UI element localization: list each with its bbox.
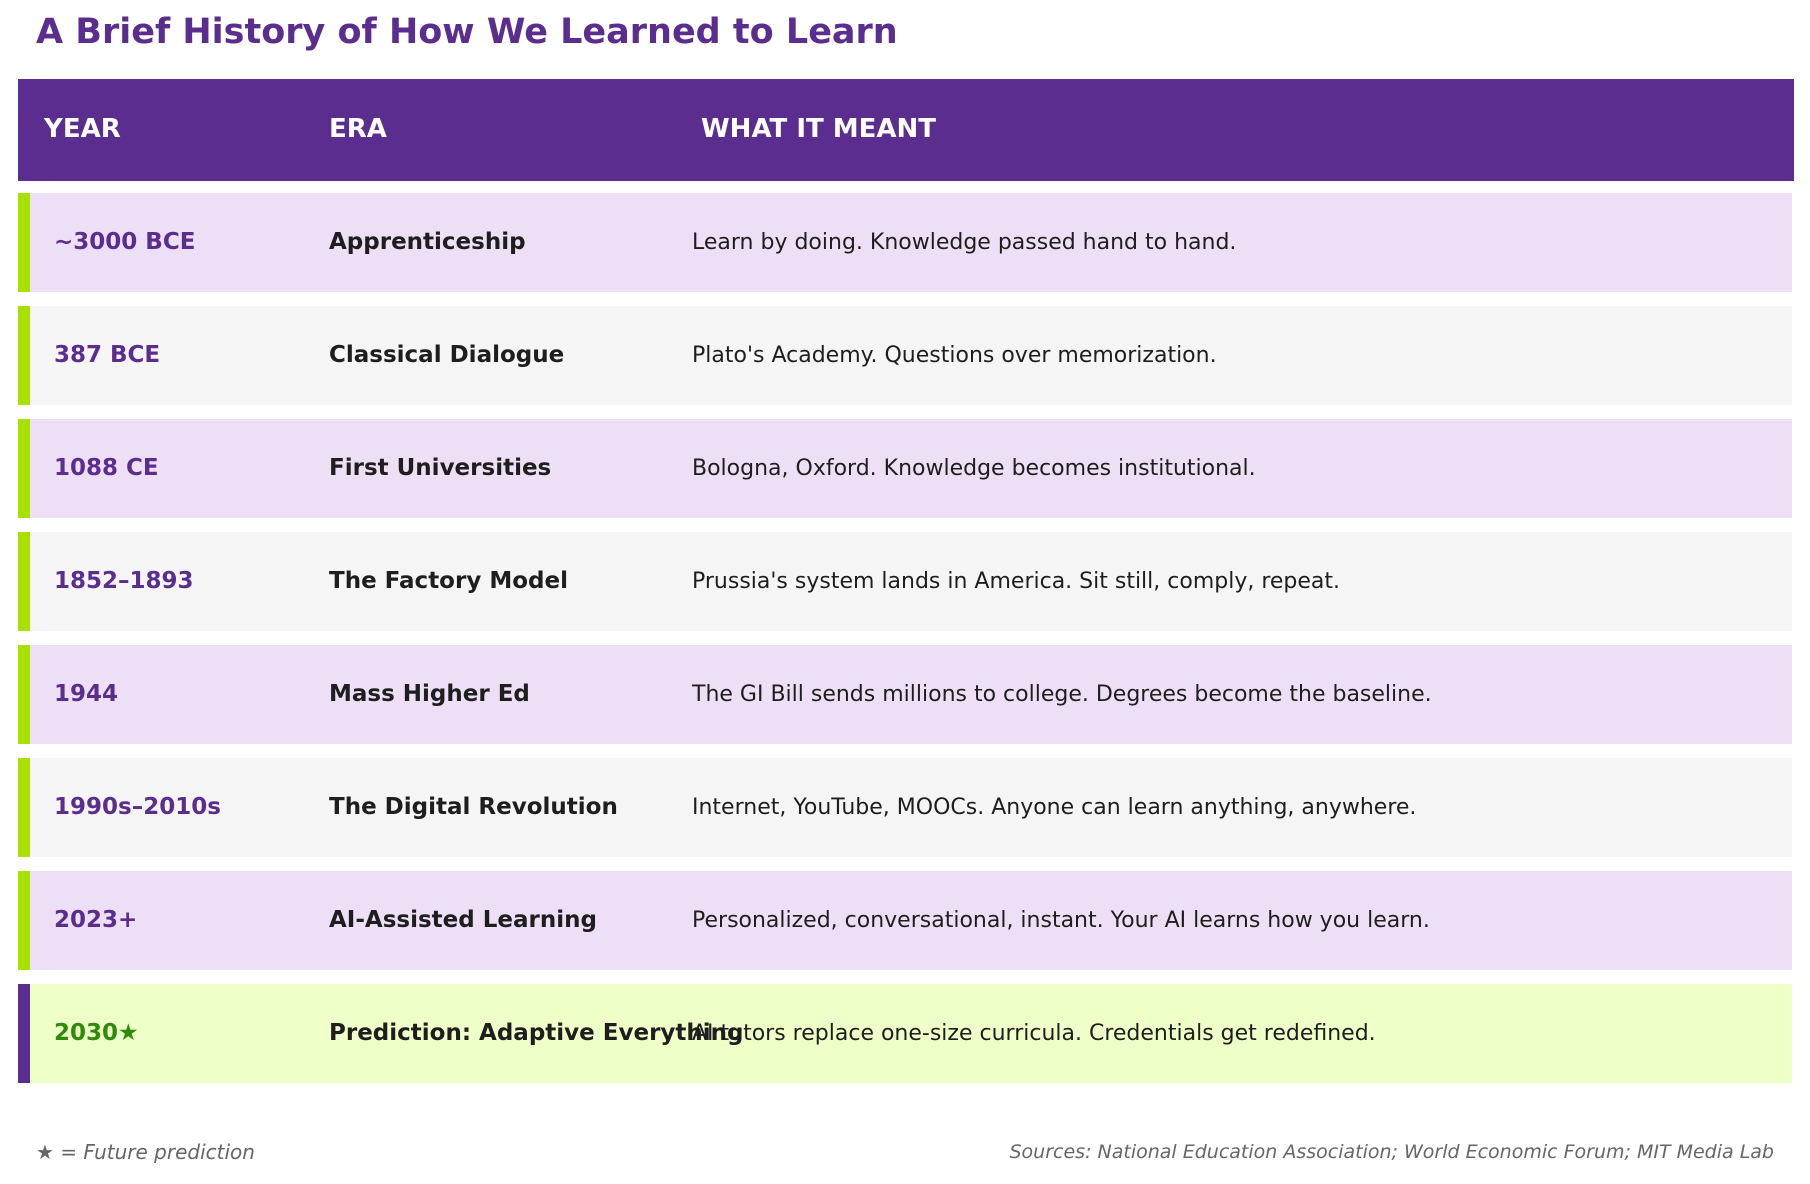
table-row: 1088 CE First Universities Bologna, Oxfo… bbox=[18, 419, 1792, 518]
table-row: 2023+ AI-Assisted Learning Personalized,… bbox=[18, 871, 1792, 970]
table-row: 1990s–2010s The Digital Revolution Inter… bbox=[18, 758, 1792, 857]
row-era: First Universities bbox=[329, 455, 552, 481]
row-year: ~3000 BCE bbox=[54, 229, 196, 255]
row-accent-bar bbox=[18, 871, 30, 970]
row-accent-bar bbox=[18, 984, 30, 1083]
row-accent-bar bbox=[18, 193, 30, 292]
row-meaning: Bologna, Oxford. Knowledge becomes insti… bbox=[692, 456, 1256, 481]
row-meaning: AI tutors replace one-size curricula. Cr… bbox=[692, 1021, 1376, 1046]
row-meaning: Learn by doing. Knowledge passed hand to… bbox=[692, 230, 1237, 255]
row-accent-bar bbox=[18, 758, 30, 857]
table-row: 1944 Mass Higher Ed The GI Bill sends mi… bbox=[18, 645, 1792, 744]
table-row: ~3000 BCE Apprenticeship Learn by doing.… bbox=[18, 193, 1792, 292]
row-meaning: Prussia's system lands in America. Sit s… bbox=[692, 569, 1341, 594]
row-year: 2030★ bbox=[54, 1020, 139, 1046]
row-era: The Factory Model bbox=[329, 568, 568, 594]
row-era: AI-Assisted Learning bbox=[329, 907, 597, 933]
row-accent-bar bbox=[18, 306, 30, 405]
footnote-future-prediction: ★ = Future prediction bbox=[36, 1140, 255, 1164]
row-meaning: Plato's Academy. Questions over memoriza… bbox=[692, 343, 1217, 368]
sources-note: Sources: National Education Association;… bbox=[1009, 1141, 1775, 1163]
row-year: 1852–1893 bbox=[54, 568, 194, 594]
row-era: Apprenticeship bbox=[329, 229, 526, 255]
column-header-era: ERA bbox=[329, 114, 387, 144]
row-year: 1990s–2010s bbox=[54, 794, 221, 820]
row-accent-bar bbox=[18, 419, 30, 518]
row-era: The Digital Revolution bbox=[329, 794, 618, 820]
table-row-prediction: 2030★ Prediction: Adaptive Everything AI… bbox=[18, 984, 1792, 1083]
row-accent-bar bbox=[18, 645, 30, 744]
row-meaning: Internet, YouTube, MOOCs. Anyone can lea… bbox=[692, 795, 1417, 820]
table-row: 387 BCE Classical Dialogue Plato's Acade… bbox=[18, 306, 1792, 405]
row-meaning: The GI Bill sends millions to college. D… bbox=[692, 682, 1432, 707]
row-year: 1088 CE bbox=[54, 455, 159, 481]
row-year: 2023+ bbox=[54, 907, 138, 933]
row-era: Prediction: Adaptive Everything bbox=[329, 1020, 744, 1046]
row-accent-bar bbox=[18, 532, 30, 631]
column-header-year: YEAR bbox=[44, 114, 121, 144]
table-header: YEAR ERA WHAT IT MEANT bbox=[18, 79, 1794, 181]
page-title: A Brief History of How We Learned to Lea… bbox=[36, 12, 898, 52]
row-meaning: Personalized, conversational, instant. Y… bbox=[692, 908, 1430, 933]
row-year: 387 BCE bbox=[54, 342, 161, 368]
row-year: 1944 bbox=[54, 681, 119, 707]
row-era: Classical Dialogue bbox=[329, 342, 565, 368]
row-era: Mass Higher Ed bbox=[329, 681, 530, 707]
column-header-meaning: WHAT IT MEANT bbox=[701, 114, 937, 144]
table-row: 1852–1893 The Factory Model Prussia's sy… bbox=[18, 532, 1792, 631]
